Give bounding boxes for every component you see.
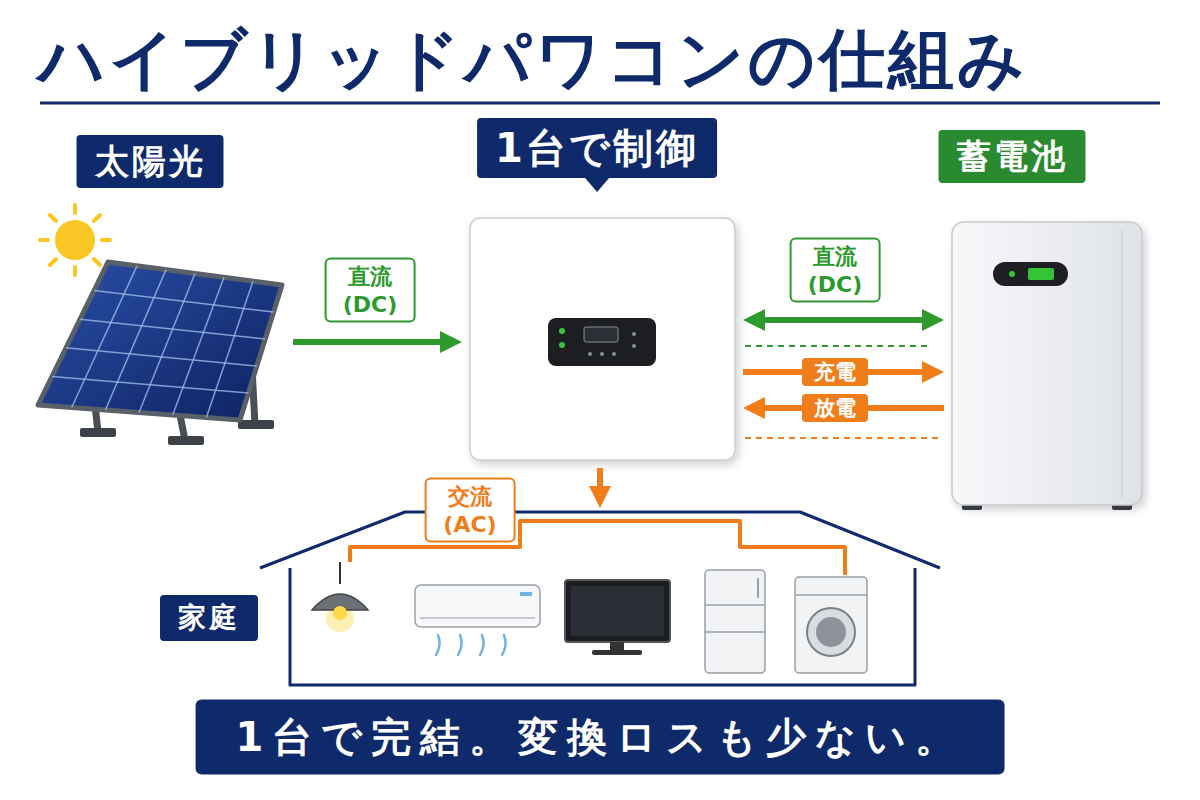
edge-label: 充電 [802,358,868,386]
solar-node: 太陽光 [30,255,285,445]
edge-label: 直流 (DC) [790,238,881,303]
television [565,580,670,655]
node-heading: 家庭 [160,595,258,641]
lamp [312,562,368,632]
edge-label: 放電 [802,394,868,422]
washing-machine [795,577,867,673]
diagram-caption: 1台で完結。変換ロスも少ない。 [196,700,1005,775]
solar-panel [38,262,282,445]
edge-label: 交流 (AC) [425,478,516,543]
flow-arrow [597,468,603,497]
refrigerator [705,570,765,673]
title-rule [40,102,1160,105]
flow-arrow [293,339,451,345]
flow-guides [745,346,940,438]
node-heading: 太陽光 [77,135,224,188]
diagram-title: ハイブリッドパワコンの仕組み [38,22,1028,98]
node-heading: 1台で制御 [477,118,717,178]
flow-arrow [754,317,933,323]
battery-node: 蓄電池 [952,222,1142,505]
house-outline [260,512,940,685]
inverter-node: 1台で制御 [470,218,735,460]
battery [952,222,1142,510]
node-heading: 蓄電池 [939,130,1086,183]
inverter [470,218,735,460]
edge-label: 直流 (DC) [325,258,416,323]
air-conditioner [415,585,540,655]
home-node: 家庭 [290,512,915,685]
sun [40,205,110,275]
